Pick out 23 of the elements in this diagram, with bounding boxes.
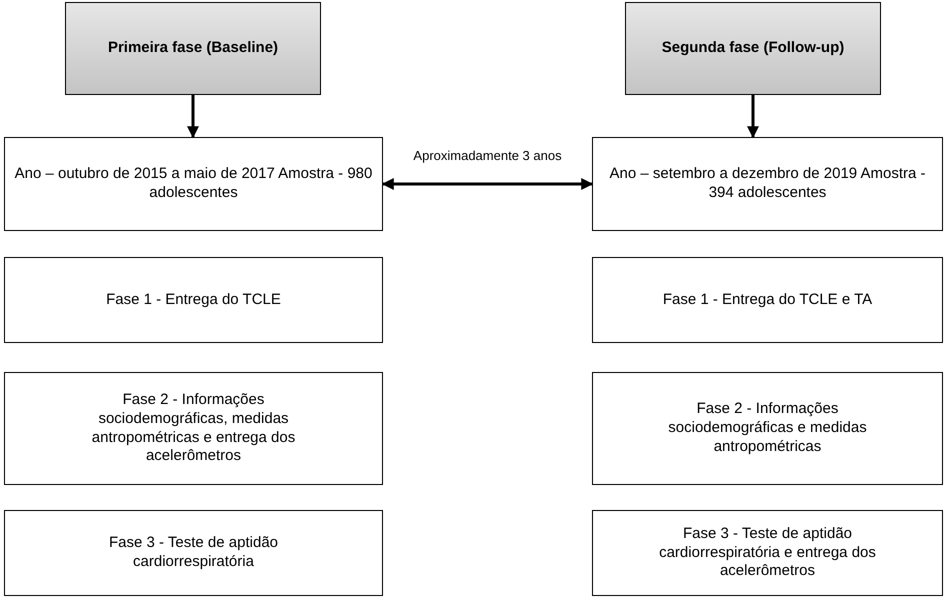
arrow: [747, 95, 759, 138]
box-text: Ano – outubro de 2015 a maio de 2017 Amostra - 980 adolescentes: [14, 165, 374, 203]
box-text: Fase 3 - Teste de aptidão cardiorrespiratória e entrega dos acelerômetros: [658, 524, 877, 582]
process-box: [592, 510, 943, 596]
phase-header-box: [625, 2, 881, 95]
process-box: [592, 137, 943, 231]
arrow: [382, 178, 594, 190]
box-text: Fase 1 - Entrega do TCLE e TA: [662, 290, 872, 310]
process-box: [4, 137, 383, 231]
box-text: Segunda fase (Follow-up): [662, 38, 844, 58]
process-box: [592, 372, 943, 485]
box-text: Fase 1 - Entrega do TCLE: [106, 290, 281, 310]
process-box: [4, 510, 383, 596]
arrow: [187, 95, 199, 138]
process-box: [592, 257, 943, 343]
process-box: [4, 372, 383, 485]
process-box: [4, 257, 383, 343]
phase-header-box: [65, 2, 321, 95]
box-text: Fase 2 - Informações sociodemográficas, medidas antropométricas e entrega dos acelerômetros: [90, 391, 296, 466]
box-text: Primeira fase (Baseline): [108, 38, 278, 58]
box-text: Fase 3 - Teste de aptidão cardiorrespiratória: [108, 534, 279, 572]
box-text: Ano – setembro a dezembro de 2019 Amostra - 394 adolescentes: [608, 165, 926, 203]
box-text: Fase 2 - Informações sociodemográficas e medidas antropométricas: [667, 400, 868, 457]
